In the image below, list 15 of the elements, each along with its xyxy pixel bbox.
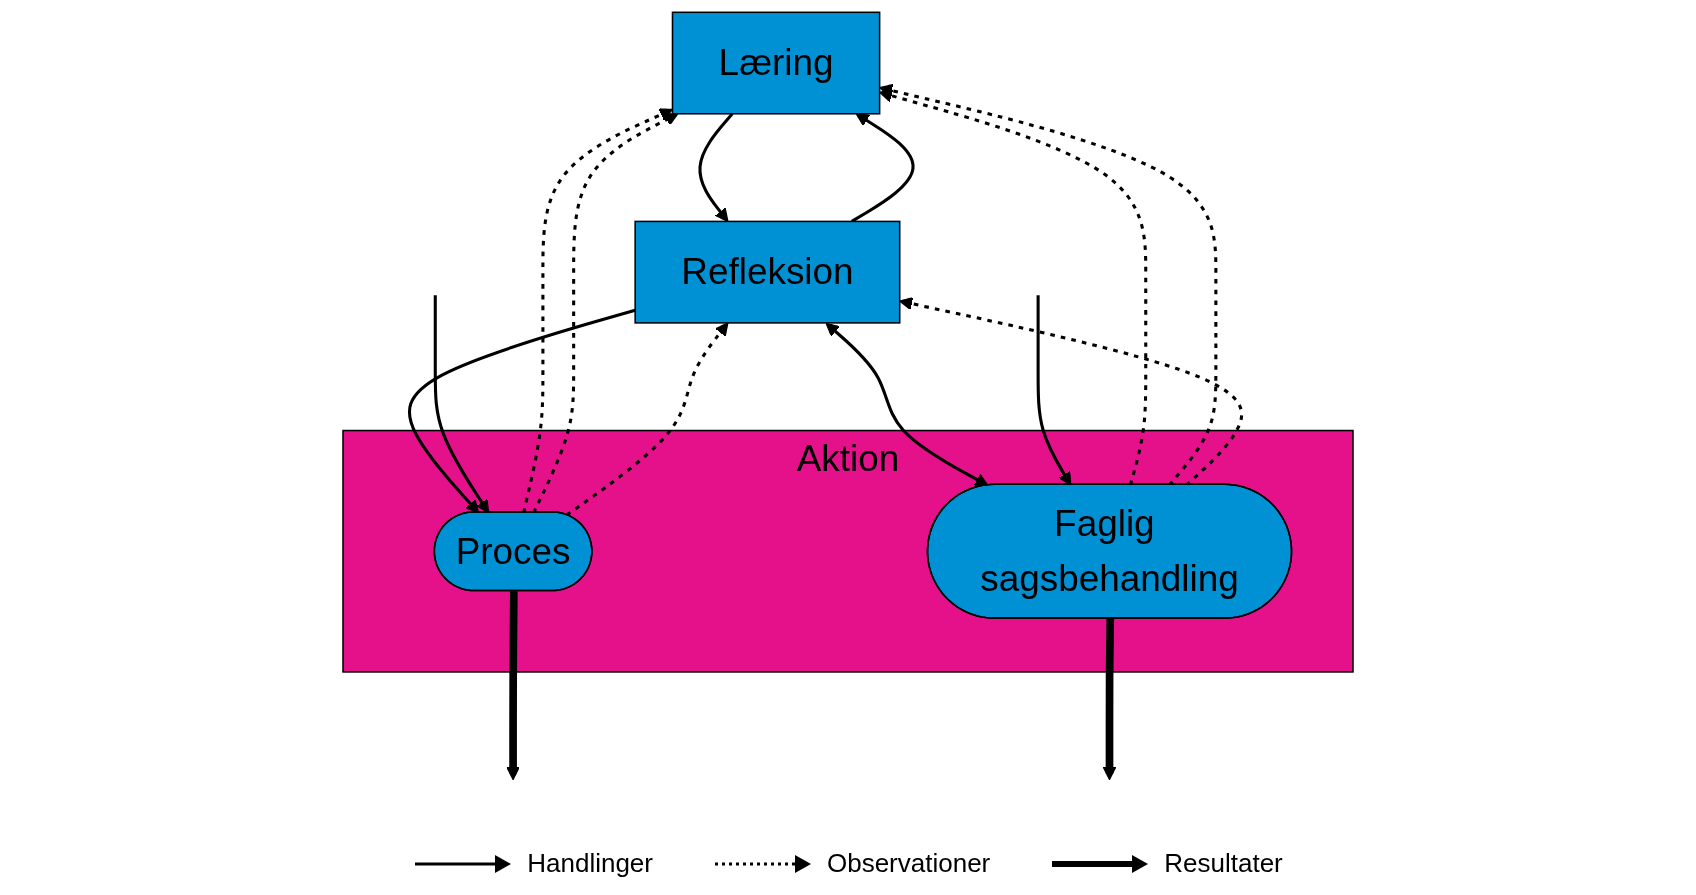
arrow bbox=[1102, 618, 1117, 781]
arrow bbox=[565, 322, 729, 517]
arrow bbox=[879, 89, 1148, 486]
legend-text: Resultater bbox=[1164, 848, 1283, 879]
arrow bbox=[850, 113, 915, 223]
legend-text: Observationer bbox=[826, 848, 991, 879]
arrow bbox=[1036, 295, 1072, 486]
legend-text: Handlinger bbox=[527, 848, 653, 879]
arrow bbox=[506, 591, 520, 781]
arrow bbox=[433, 295, 490, 514]
arrow bbox=[825, 322, 989, 487]
arrow bbox=[407, 308, 636, 514]
arrow bbox=[698, 112, 734, 223]
node-box: Læring bbox=[671, 11, 881, 115]
node-box: Refleksion bbox=[634, 220, 901, 324]
